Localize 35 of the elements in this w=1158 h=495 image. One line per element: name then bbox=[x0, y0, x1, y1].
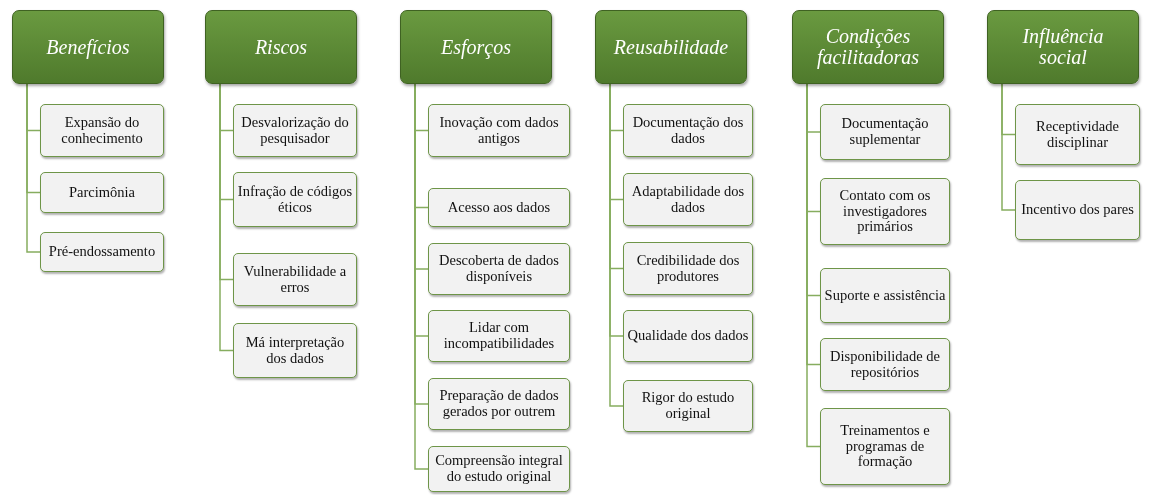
category-header: Riscos bbox=[205, 10, 357, 84]
connector-line bbox=[609, 83, 624, 407]
category-header: Condições facilitadoras bbox=[792, 10, 944, 84]
category-header: Benefícios bbox=[12, 10, 164, 84]
item-box: Infração de códigos éticos bbox=[233, 172, 357, 227]
item-box: Preparação de dados gerados por outrem bbox=[428, 378, 570, 430]
item-box: Lidar com incompatibilidades bbox=[428, 310, 570, 362]
item-box: Documentação suplementar bbox=[820, 104, 950, 160]
category-header: Influência social bbox=[987, 10, 1139, 84]
item-box: Qualidade dos dados bbox=[623, 310, 753, 362]
item-box: Má interpretação dos dados bbox=[233, 323, 357, 378]
item-box: Incentivo dos pares bbox=[1015, 180, 1140, 240]
item-box: Compreensão integral do estudo original bbox=[428, 446, 570, 492]
item-box: Suporte e assistência bbox=[820, 268, 950, 323]
connector-line bbox=[219, 83, 234, 352]
item-box: Inovação com dados antigos bbox=[428, 104, 570, 157]
item-box: Treinamentos e programas de formação bbox=[820, 408, 950, 485]
item-box: Adaptabilidade dos dados bbox=[623, 173, 753, 226]
category-header: Esforços bbox=[400, 10, 552, 84]
connector-line bbox=[1001, 83, 1016, 211]
item-box: Parcimônia bbox=[40, 172, 164, 213]
item-box: Pré-endossamento bbox=[40, 232, 164, 272]
item-box: Disponibilidade de repositórios bbox=[820, 338, 950, 391]
item-box: Credibilidade dos produtores bbox=[623, 242, 753, 295]
item-box: Documentação dos dados bbox=[623, 104, 753, 157]
connector-line bbox=[26, 83, 41, 253]
item-box: Contato com os investigadores primários bbox=[820, 178, 950, 245]
item-box: Rigor do estudo original bbox=[623, 380, 753, 432]
item-box: Descoberta de dados disponíveis bbox=[428, 243, 570, 295]
item-box: Acesso aos dados bbox=[428, 188, 570, 227]
item-box: Vulnerabilidade a erros bbox=[233, 253, 357, 306]
item-box: Desvalorização do pesquisador bbox=[233, 104, 357, 157]
item-box: Expansão do conhecimento bbox=[40, 104, 164, 157]
item-box: Receptividade disciplinar bbox=[1015, 104, 1140, 165]
category-header: Reusabilidade bbox=[595, 10, 747, 84]
